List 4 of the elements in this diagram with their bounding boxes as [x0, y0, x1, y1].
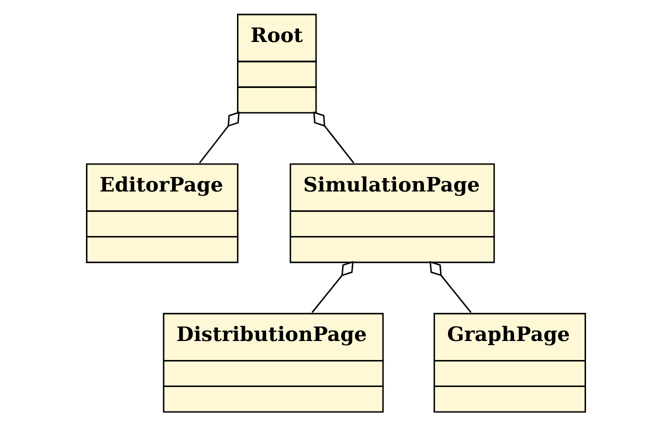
connector	[198, 111, 240, 164]
connector	[428, 260, 472, 313]
connector	[312, 111, 354, 164]
connector	[311, 260, 354, 313]
